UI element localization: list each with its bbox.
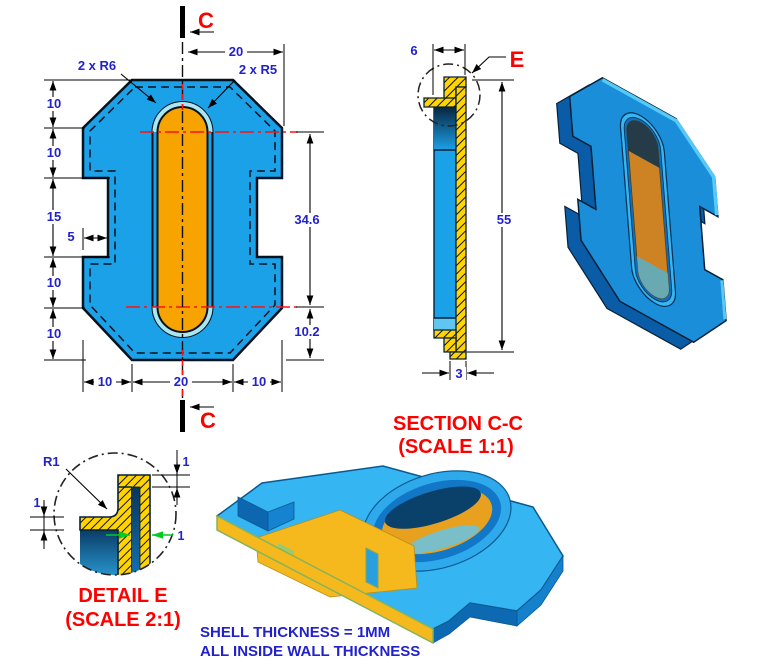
slot-ring-bottom-band bbox=[152, 307, 213, 337]
section-flag-bar bbox=[180, 400, 185, 432]
outer-radius-label: 2 x R6 bbox=[78, 58, 116, 73]
dim-top-width: 20 bbox=[229, 44, 243, 59]
dimension-labels: 10 10 15 10 10 5 20 34.6 10.2 10 20 10 bbox=[43, 44, 324, 389]
cutaway-front-cut-band bbox=[216, 514, 434, 645]
bore-bottom-light bbox=[406, 525, 479, 554]
inner-radius-label: 2 x R5 bbox=[239, 62, 277, 77]
iso-bore-bottom-light bbox=[636, 256, 670, 299]
detail-boundary-circle bbox=[53, 452, 177, 576]
dim-flange-thickness: 1 bbox=[34, 496, 41, 510]
dim-right-bottom: 10.2 bbox=[294, 324, 319, 339]
bottom-flange-cut bbox=[433, 329, 457, 339]
section-flag-bottom: C bbox=[180, 400, 216, 433]
detail-view: R1 1 1 1 DETAIL E (SCALE 2:1) bbox=[30, 450, 190, 631]
detail-flange-dim: 1 bbox=[30, 496, 64, 549]
section-letter-bottom: C bbox=[200, 408, 216, 433]
section-flag-top: C bbox=[180, 6, 214, 38]
dim-fillet-radius: R1 bbox=[43, 454, 60, 469]
detail-inner-wall bbox=[131, 486, 141, 575]
detail-clipped-geometry bbox=[79, 474, 151, 575]
slot-ring-top-band bbox=[152, 102, 213, 132]
dim-bottom-3: 10 bbox=[252, 374, 266, 389]
detail-letter: E bbox=[510, 47, 525, 72]
bottom-tip-cut bbox=[449, 351, 467, 360]
cutaway-green-edge bbox=[278, 543, 294, 555]
dim-flange-width: 6 bbox=[410, 43, 417, 58]
note-line-1: SHELL THICKNESS = 1MM bbox=[200, 624, 390, 641]
section-scale: (SCALE 1:1) bbox=[398, 436, 514, 458]
section-cut-walls bbox=[423, 76, 467, 360]
dim-wall-thickness: 1 bbox=[178, 529, 185, 543]
note-line-2: ALL INSIDE WALL THICKNESS bbox=[200, 643, 420, 660]
fillet-leader bbox=[65, 468, 108, 510]
hidden-shell-line bbox=[89, 86, 276, 354]
dim-section-height: 55 bbox=[497, 212, 511, 227]
section-flag-bar bbox=[180, 6, 185, 38]
section-cavity-floor bbox=[434, 318, 456, 330]
detail-body bbox=[80, 530, 118, 575]
back-wall-cut bbox=[455, 86, 467, 353]
iso-bore-top-shadow bbox=[626, 120, 660, 168]
section-title: SECTION C-C bbox=[393, 413, 523, 435]
detail-title: DETAIL E bbox=[78, 585, 167, 607]
dim-left-5: 10 bbox=[47, 326, 61, 341]
detail-top-dim: 1 bbox=[152, 450, 190, 505]
dim-left-1: 10 bbox=[47, 96, 61, 111]
cutaway-wall-sliver bbox=[365, 547, 379, 589]
iso-top-bevel-highlight bbox=[602, 80, 716, 215]
dim-left-2: 10 bbox=[47, 145, 61, 160]
front-view: C C 2 x R6 2 x R5 bbox=[43, 6, 324, 433]
dim-notch-depth: 5 bbox=[67, 229, 74, 244]
extension-lines bbox=[44, 44, 324, 392]
dim-bottom-2: 20 bbox=[174, 374, 188, 389]
section-view: 6 55 3 E SECTION C-C (SCALE 1:1) bbox=[393, 43, 524, 458]
dim-top-thickness: 1 bbox=[183, 455, 190, 469]
cutaway-notch-face-light bbox=[267, 501, 295, 532]
detail-callout-circle bbox=[417, 63, 481, 127]
section-extension-lines bbox=[432, 44, 514, 380]
bore-shadow bbox=[384, 486, 481, 529]
detail-leader bbox=[471, 56, 506, 74]
detail-wall-dim: 1 bbox=[106, 529, 185, 543]
cutaway-view bbox=[215, 465, 564, 645]
section-letter-top: C bbox=[198, 8, 214, 33]
dim-left-3: 15 bbox=[47, 209, 61, 224]
dim-base-width: 3 bbox=[455, 366, 462, 381]
isometric-view bbox=[552, 50, 730, 377]
detail-scale: (SCALE 2:1) bbox=[65, 609, 181, 631]
bottom-step-cut bbox=[443, 337, 457, 353]
iso-right-bevel-highlight bbox=[722, 280, 725, 319]
inner-radius-leader bbox=[207, 79, 236, 109]
top-flange-cut bbox=[423, 97, 457, 108]
outer-radius-leader bbox=[120, 73, 157, 104]
notes: SHELL THICKNESS = 1MM ALL INSIDE WALL TH… bbox=[200, 624, 420, 660]
dim-right-span: 34.6 bbox=[294, 212, 319, 227]
dim-left-4: 10 bbox=[47, 275, 61, 290]
section-cavity-shadow bbox=[434, 107, 456, 150]
dim-bottom-1: 10 bbox=[98, 374, 112, 389]
